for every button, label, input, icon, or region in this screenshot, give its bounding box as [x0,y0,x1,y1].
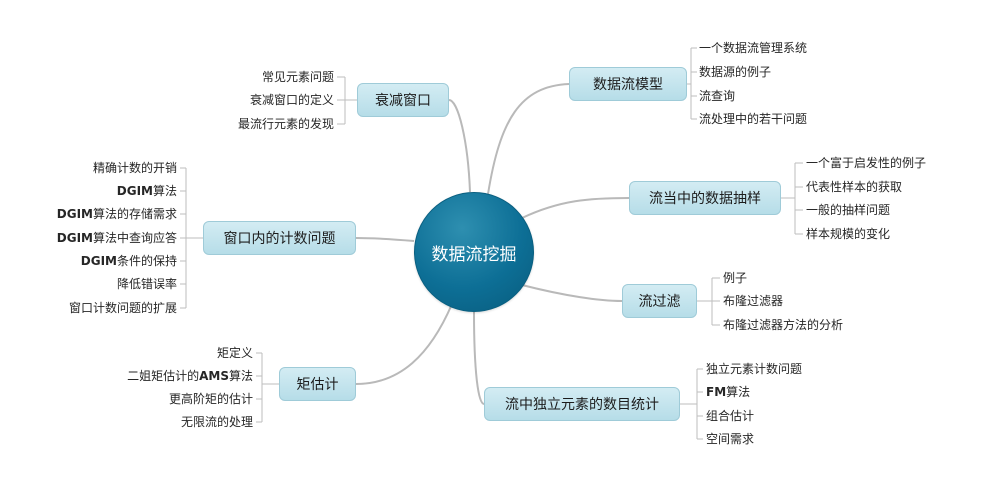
leaf-moment-3[interactable]: 更高阶矩的估计 [168,392,253,406]
leaf-distinct-1[interactable]: 独立元素计数问题 [706,362,803,376]
branch-decaying-window[interactable]: 衰减窗口 [357,83,449,117]
link-center-model [487,83,570,195]
link-center-sampling [521,197,630,219]
leaf-distinct-2[interactable]: FM算法 [706,385,751,399]
leaf-decay-1[interactable]: 常见元素问题 [261,70,334,84]
leaf-moment-1[interactable]: 矩定义 [216,346,253,360]
leaf-distinct-3[interactable]: 组合估计 [706,409,755,423]
leaf-moment-4[interactable]: 无限流的处理 [180,415,253,429]
link-center-window [355,237,415,242]
leaf-model-4[interactable]: 流处理中的若干问题 [699,112,808,126]
branch-data-stream-model[interactable]: 数据流模型 [569,67,687,101]
link-center-distinct [473,311,485,405]
leaf-sampling-3[interactable]: 一般的抽样问题 [806,203,891,217]
leaf-window-7[interactable]: 窗口计数问题的扩展 [68,301,177,315]
link-center-filter [521,284,623,302]
branch-distinct-count[interactable]: 流中独立元素的数目统计 [484,387,680,421]
leaf-filter-1[interactable]: 例子 [723,271,748,285]
branch-window-counting[interactable]: 窗口内的计数问题 [203,221,356,255]
leaf-model-3[interactable]: 流查询 [699,89,736,103]
leaf-window-1[interactable]: 精确计数的开销 [92,161,177,175]
branch-stream-filter[interactable]: 流过滤 [622,284,697,318]
leaf-decay-3[interactable]: 最流行元素的发现 [237,117,334,131]
leaf-window-5[interactable]: DGIM条件的保持 [80,254,177,268]
leaf-window-4[interactable]: DGIM算法中查询应答 [56,231,177,245]
leaf-distinct-4[interactable]: 空间需求 [706,432,755,446]
branch-moment-estimation[interactable]: 矩估计 [279,367,356,401]
leaf-filter-2[interactable]: 布隆过滤器 [723,294,784,308]
branch-stream-sampling[interactable]: 流当中的数据抽样 [629,181,781,215]
leaf-model-2[interactable]: 数据源的例子 [699,65,772,79]
leaf-sampling-1[interactable]: 一个富于启发性的例子 [806,156,927,170]
leaf-window-2[interactable]: DGIM算法 [116,184,177,198]
leaf-model-1[interactable]: 一个数据流管理系统 [699,41,808,55]
leaf-sampling-4[interactable]: 样本规模的变化 [806,227,891,241]
leaf-decay-2[interactable]: 衰减窗口的定义 [249,93,334,107]
leaf-moment-2[interactable]: 二姐矩估计的AMS算法 [127,369,253,383]
central-topic[interactable]: 数据流挖掘 [414,192,534,312]
link-center-moment [355,303,453,385]
leaf-sampling-2[interactable]: 代表性样本的获取 [806,180,903,194]
leaf-window-3[interactable]: DGIM算法的存储需求 [56,207,177,221]
leaf-filter-3[interactable]: 布隆过滤器方法的分析 [723,318,844,332]
link-center-decay [448,99,471,193]
leaf-window-6[interactable]: 降低错误率 [116,277,177,291]
